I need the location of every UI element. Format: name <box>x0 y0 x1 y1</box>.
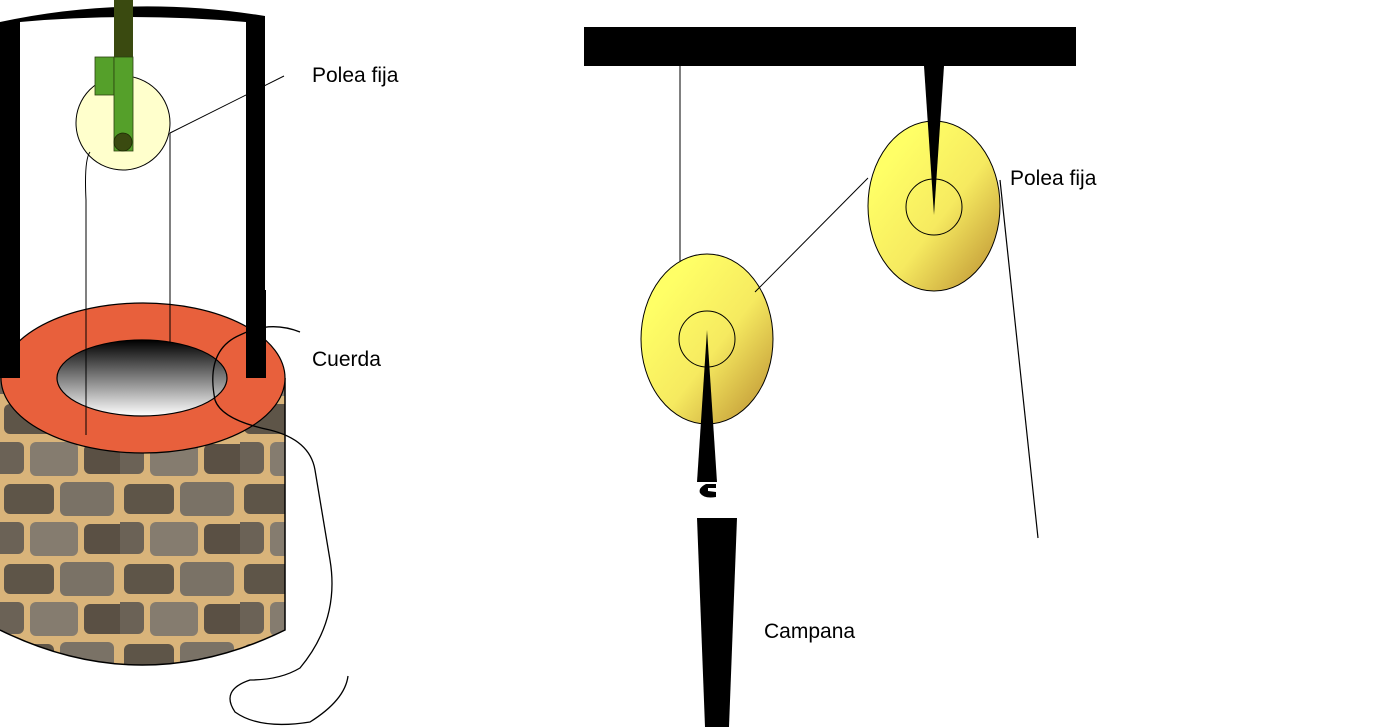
rope-left-strand <box>85 151 91 435</box>
label-fixed-pulley-right: Polea fija <box>1010 167 1097 190</box>
axle-bracket <box>94 56 115 96</box>
frame-post-right <box>246 290 266 378</box>
bell-weight <box>697 518 737 727</box>
ceiling-beam <box>584 27 1076 66</box>
well-diagram: Polea fija Cuerda <box>0 0 399 726</box>
axle-support-dark <box>114 0 133 58</box>
leader-line-pulley-left <box>169 75 285 134</box>
frame-post-left <box>0 290 20 378</box>
hook-icon <box>699 484 716 498</box>
rope-movable-to-fixed <box>754 177 869 293</box>
compound-pulley-diagram: Polea fija Campana <box>584 27 1097 727</box>
rope-free-end <box>999 179 1039 539</box>
axle-pin <box>113 132 133 152</box>
rope-loose <box>212 326 349 726</box>
well-hole <box>56 339 228 417</box>
label-rope: Cuerda <box>312 348 381 371</box>
label-bell: Campana <box>764 620 855 643</box>
fixed-pulley-hanger <box>924 66 944 215</box>
label-fixed-pulley-left: Polea fija <box>312 64 399 87</box>
movable-pulley-hook-rod <box>697 330 717 482</box>
well-body-outline <box>0 378 286 666</box>
